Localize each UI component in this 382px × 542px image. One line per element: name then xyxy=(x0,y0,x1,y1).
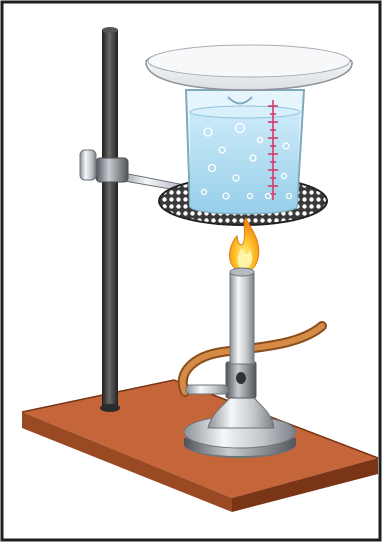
beaker xyxy=(186,90,304,214)
evaporating-dish xyxy=(146,45,352,90)
retort-stand-rod xyxy=(100,27,120,412)
